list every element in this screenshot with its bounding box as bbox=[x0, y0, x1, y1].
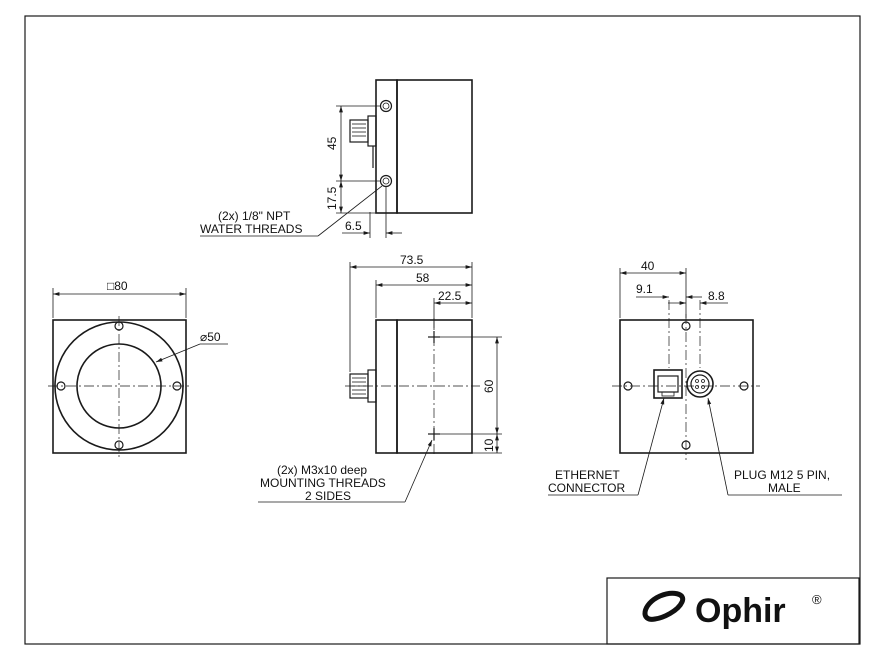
dim-front-10: 10 bbox=[482, 438, 496, 452]
ethernet-port-icon bbox=[653, 369, 683, 399]
dim-side-45: 45 bbox=[325, 136, 339, 150]
ethernet-label-line2: CONNECTOR bbox=[548, 481, 625, 495]
face-view-left: □80 ⌀50 bbox=[48, 279, 228, 458]
plug-label-line2: MALE bbox=[768, 481, 801, 495]
ophir-swoosh-icon bbox=[642, 590, 686, 622]
drawing-border bbox=[24, 15, 861, 645]
dim-square-80: □80 bbox=[107, 279, 128, 293]
dim-rear-9-1: 9.1 bbox=[636, 282, 653, 296]
brand-registered: ® bbox=[812, 592, 822, 607]
dim-front-58: 58 bbox=[416, 271, 430, 285]
mounting-threads-line2: MOUNTING THREADS bbox=[260, 476, 386, 490]
logo-box: Ophir ® bbox=[606, 577, 860, 645]
dim-front-60: 60 bbox=[482, 379, 496, 393]
dim-front-22-5: 22.5 bbox=[438, 289, 462, 303]
brand-name: Ophir bbox=[695, 592, 786, 630]
rear-view-right: 40 9.1 8.8 ETHERNET CONNECTOR PLUG M12 5… bbox=[548, 259, 842, 496]
dim-rear-8-8: 8.8 bbox=[708, 289, 725, 303]
dim-rear-40: 40 bbox=[641, 259, 655, 273]
front-view-center: 73.5 58 22.5 60 10 (2x) M3x10 deep MOUNT… bbox=[258, 253, 502, 503]
dim-front-73-5: 73.5 bbox=[400, 253, 424, 267]
dim-side-6-5: 6.5 bbox=[345, 219, 362, 233]
ethernet-label-line1: ETHERNET bbox=[555, 468, 620, 482]
side-view-top: 45 17.5 6.5 (2x) 1/8" NPT WATER THREADS bbox=[200, 79, 473, 238]
dim-side-17-5: 17.5 bbox=[325, 186, 339, 210]
water-threads-line1: (2x) 1/8" NPT bbox=[218, 209, 291, 223]
plug-label-line1: PLUG M12 5 PIN, bbox=[734, 468, 830, 482]
mounting-threads-line1: (2x) M3x10 deep bbox=[277, 463, 367, 477]
water-threads-line2: WATER THREADS bbox=[200, 222, 302, 236]
dim-dia-50: ⌀50 bbox=[200, 330, 221, 344]
mounting-threads-line3: 2 SIDES bbox=[305, 489, 351, 503]
m12-plug-icon bbox=[686, 370, 714, 398]
